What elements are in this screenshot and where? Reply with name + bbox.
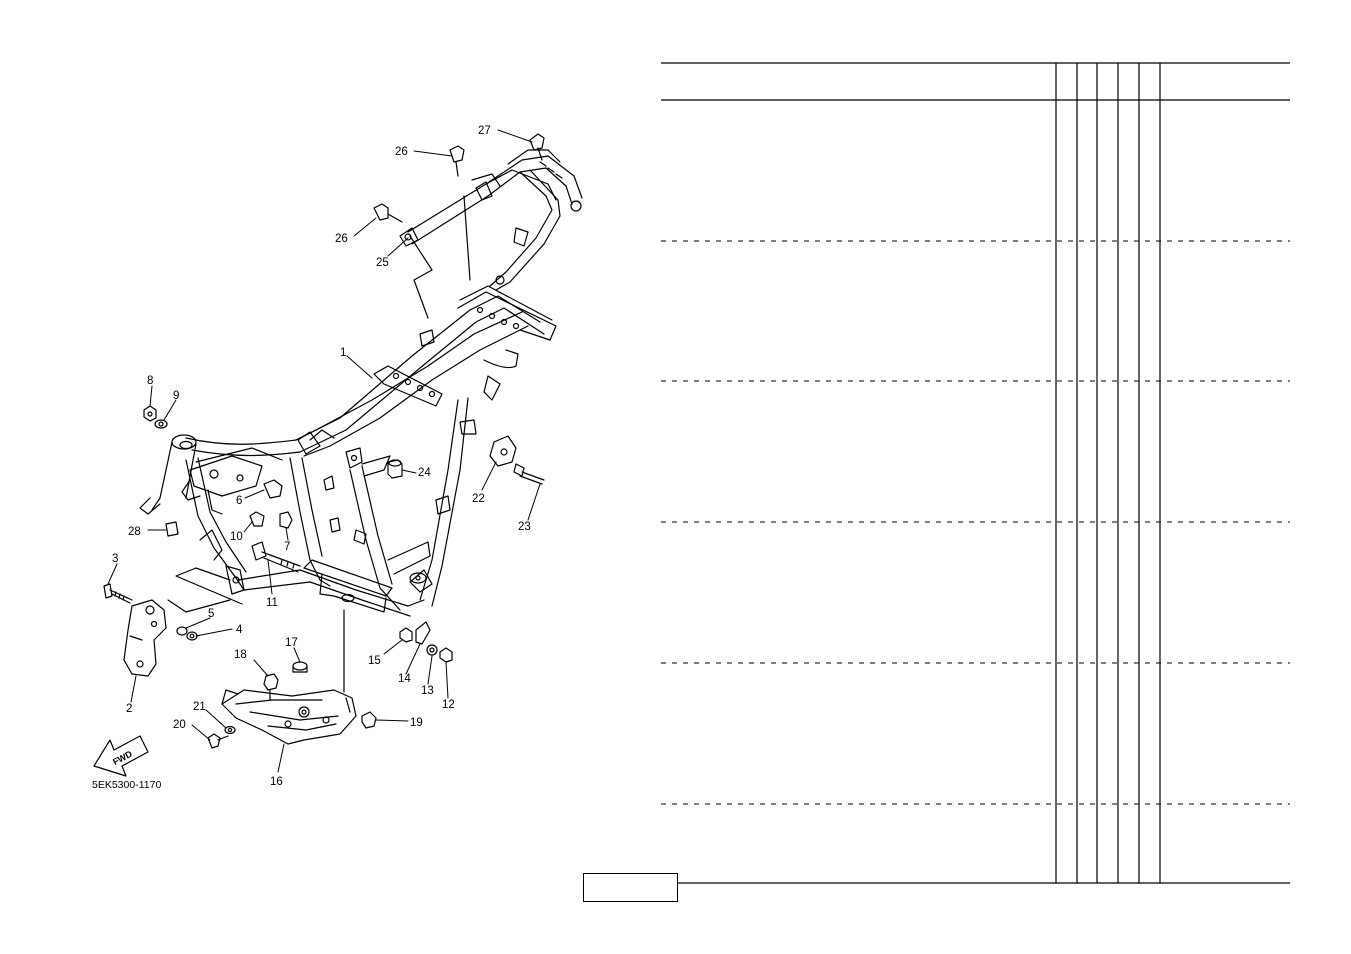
callout-21: 21 [193, 701, 206, 713]
engine-bracket [123, 599, 167, 677]
diagram-ref-code: 5EK5300-1170 [92, 779, 161, 791]
callout-6: 6 [236, 495, 242, 507]
callout-25: 25 [376, 257, 389, 269]
leader-lines [107, 129, 541, 773]
table-column-dividers [1055, 63, 1161, 883]
fasteners-17-21 [207, 661, 377, 749]
callout-17: 17 [285, 637, 298, 649]
callout-3: 3 [112, 553, 118, 565]
callout-13: 13 [421, 685, 434, 697]
bolt-11 [251, 541, 301, 573]
nut-washer-8-9 [143, 405, 168, 429]
callout-4: 4 [236, 624, 243, 636]
callout-8: 8 [147, 375, 153, 387]
callout-23: 23 [518, 521, 531, 533]
bolt-3 [103, 583, 133, 604]
callout-2: 2 [126, 703, 132, 715]
plug-28 [165, 521, 179, 537]
callout-9: 9 [173, 390, 179, 402]
callout-27: 27 [478, 125, 491, 137]
rear-subframe [399, 149, 583, 291]
bolts-6-7-10 [249, 479, 293, 529]
callout-24: 24 [418, 467, 431, 479]
bolts-26-27 [373, 133, 545, 223]
collar-24 [387, 459, 403, 479]
callout-14: 14 [398, 673, 411, 685]
callout-19: 19 [410, 717, 423, 729]
fwd-label: FWD [111, 748, 134, 767]
callout-22: 22 [472, 493, 485, 505]
fasteners-12-15 [399, 621, 453, 663]
callout-26b: 26 [335, 233, 348, 245]
callout-16: 16 [270, 776, 283, 788]
callout-11: 11 [266, 597, 278, 609]
callout-26a: 26 [395, 146, 408, 158]
main-frame [139, 195, 557, 693]
callout-12: 12 [442, 699, 455, 711]
bracket-22-23 [489, 435, 545, 485]
skid-plate [221, 689, 357, 745]
fwd-arrow-icon [93, 735, 149, 777]
callout-18: 18 [234, 649, 247, 661]
callout-1: 1 [340, 347, 346, 359]
page-number-box [583, 873, 678, 902]
callout-28: 28 [128, 526, 141, 538]
table-row-group-separators [661, 240, 1290, 805]
callout-20: 20 [173, 719, 186, 731]
callout-5: 5 [208, 608, 214, 620]
callout-labels: 1 2 3 4 5 6 7 8 9 10 11 12 13 14 15 16 1… [92, 125, 531, 791]
frame-exploded-diagram: 1 2 3 4 5 6 7 8 9 10 11 12 13 14 15 16 1… [92, 125, 583, 791]
callout-10: 10 [230, 531, 243, 543]
parts-table [661, 62, 1290, 884]
callout-7: 7 [284, 541, 290, 553]
nut-washer-4-5 [176, 626, 198, 641]
callout-15: 15 [368, 655, 381, 667]
